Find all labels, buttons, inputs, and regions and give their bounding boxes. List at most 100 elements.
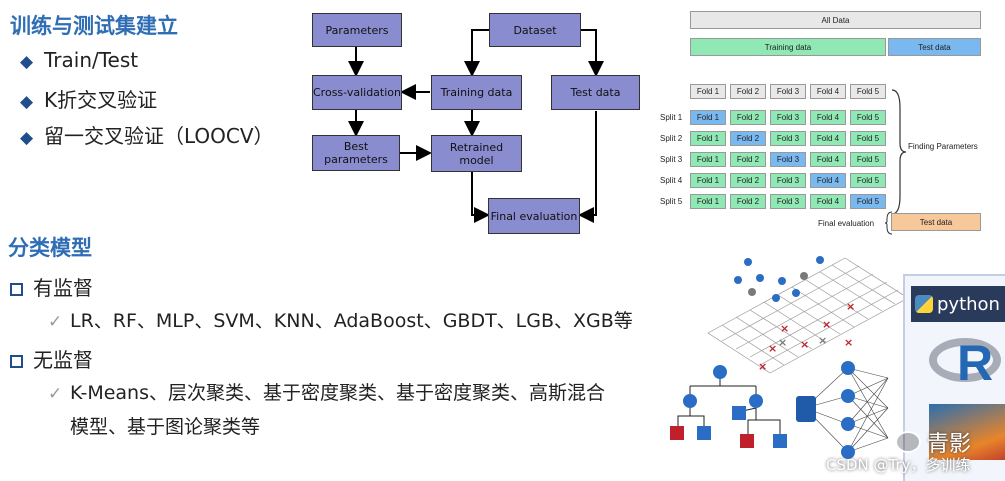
flow-node-training-data: Training data bbox=[431, 75, 522, 110]
svg-text:×: × bbox=[800, 338, 809, 351]
ml-illustration: × × × × × × × × × bbox=[670, 256, 905, 459]
tree-leaf bbox=[740, 434, 754, 448]
list-item-train-test: ◆ Train/Test bbox=[20, 48, 138, 72]
fold-header: Fold 1 bbox=[690, 84, 726, 99]
unsupervised-methods-line2: 模型、基于图论聚类等 bbox=[70, 416, 261, 438]
fold-header: Fold 4 bbox=[810, 84, 846, 99]
neural-net-node bbox=[841, 361, 855, 375]
flow-node-retrained-model: Retrained model bbox=[431, 135, 522, 172]
svg-text:×: × bbox=[844, 336, 853, 349]
r-logo: R bbox=[929, 332, 1005, 392]
list-item-label: 有监督 bbox=[33, 276, 93, 300]
split-fold-cell: Fold 4 bbox=[810, 194, 846, 209]
split-label: Split 5 bbox=[660, 197, 683, 206]
split-fold-cell: Fold 5 bbox=[850, 131, 886, 146]
list-item-kfold: ◆K折交叉验证 bbox=[20, 84, 157, 113]
list-item-label: 无监督 bbox=[33, 348, 93, 372]
svg-text:×: × bbox=[768, 342, 777, 355]
python-logo-icon bbox=[915, 295, 933, 313]
flow-node-final-evaluation: Final evaluation bbox=[488, 198, 580, 234]
neural-net-node bbox=[841, 445, 855, 459]
python-logo: python bbox=[911, 286, 1005, 322]
flow-arrows bbox=[348, 29, 604, 223]
scatter-points bbox=[734, 256, 824, 302]
list-item-label: 留一交叉验证（LOOCV） bbox=[44, 124, 274, 148]
scatter-grey-x-marks: × × bbox=[778, 334, 827, 349]
neural-net-node bbox=[841, 417, 855, 431]
flow-node-best-parameters: Best parameters bbox=[312, 135, 400, 171]
tree-leaf bbox=[670, 426, 684, 440]
split-label: Split 4 bbox=[660, 176, 683, 185]
split-fold-cell: Fold 1 bbox=[690, 173, 726, 188]
split-fold-cell: Fold 5 bbox=[850, 194, 886, 209]
watermark-csdn: CSDN @Try，多训练 bbox=[826, 456, 971, 474]
watermark-brand: 青影 bbox=[927, 432, 972, 457]
all-data-bar: All Data bbox=[690, 11, 981, 29]
finding-parameters-label: Finding Parameters bbox=[908, 142, 978, 151]
flow-node-dataset: Dataset bbox=[489, 13, 581, 47]
split-label: Split 1 bbox=[660, 113, 683, 122]
split-fold-cell: Fold 5 bbox=[850, 173, 886, 188]
python-logo-text: python bbox=[937, 293, 1000, 315]
split-fold-cell: Fold 1 bbox=[690, 131, 726, 146]
square-bullet-icon bbox=[10, 355, 23, 368]
final-eval-brace bbox=[884, 211, 893, 235]
tree-root-node bbox=[713, 365, 727, 379]
list-item-loocv: ◆ 留一交叉验证（LOOCV） bbox=[20, 120, 274, 149]
split-fold-cell: Fold 3 bbox=[770, 173, 806, 188]
tree-node bbox=[749, 394, 763, 408]
svg-text:×: × bbox=[780, 322, 789, 335]
unsupervised-methods-text-1: K-Means、层次聚类、基于密度聚类、基于密度聚类、高斯混合 bbox=[70, 382, 605, 404]
split-fold-cell: Fold 5 bbox=[850, 110, 886, 125]
flow-node-parameters: Parameters bbox=[312, 13, 402, 47]
kfold-cv-diagram: All Data Training data Test data Fold 1 … bbox=[655, 0, 1005, 240]
split-fold-cell: Fold 5 bbox=[850, 152, 886, 167]
split-fold-cell: Fold 4 bbox=[810, 131, 846, 146]
fold-header: Fold 5 bbox=[850, 84, 886, 99]
split-fold-cell: Fold 1 bbox=[690, 152, 726, 167]
perspective-grid bbox=[707, 257, 905, 374]
diamond-bullet-icon: ◆ bbox=[20, 128, 34, 148]
section-title-classification-models: 分类模型 bbox=[8, 236, 92, 260]
split-label: Split 3 bbox=[660, 155, 683, 164]
finding-parameters-brace bbox=[891, 89, 907, 215]
svg-text:×: × bbox=[846, 300, 855, 313]
neural-net-input bbox=[796, 396, 816, 422]
supervised-methods: ✓LR、RF、MLP、SVM、KNN、AdaBoost、GBDT、LGB、XGB… bbox=[48, 304, 633, 339]
split-fold-cell: Fold 2 bbox=[730, 110, 766, 125]
split-label: Split 2 bbox=[660, 134, 683, 143]
list-item-supervised: 有监督 bbox=[10, 272, 93, 301]
neural-net-node bbox=[841, 389, 855, 403]
split-fold-cell: Fold 2 bbox=[730, 194, 766, 209]
neural-net-edges bbox=[804, 367, 889, 453]
flow-node-test-data: Test data bbox=[551, 75, 640, 110]
section-title-dataset-split: 训练与测试集建立 bbox=[10, 14, 178, 38]
list-item-label: Train/Test bbox=[44, 48, 139, 72]
diamond-bullet-icon: ◆ bbox=[20, 52, 34, 72]
watermark-top: 青影 bbox=[895, 426, 1005, 458]
split-fold-cell: Fold 3 bbox=[770, 152, 806, 167]
list-item-label: K折交叉验证 bbox=[44, 88, 158, 112]
square-bullet-icon bbox=[10, 283, 23, 296]
scatter-x-marks: × × × × × × × bbox=[758, 300, 855, 373]
split-fold-cell: Fold 2 bbox=[730, 131, 766, 146]
split-fold-cell: Fold 4 bbox=[810, 110, 846, 125]
tree-leaf bbox=[732, 406, 746, 420]
split-fold-cell: Fold 4 bbox=[810, 152, 846, 167]
training-data-bar: Training data bbox=[690, 38, 886, 56]
fold-header: Fold 3 bbox=[770, 84, 806, 99]
svg-text:×: × bbox=[778, 336, 787, 349]
supervised-methods-text: LR、RF、MLP、SVM、KNN、AdaBoost、GBDT、LGB、XGB等 bbox=[70, 310, 633, 332]
fold-header: Fold 2 bbox=[730, 84, 766, 99]
split-fold-cell: Fold 1 bbox=[690, 194, 726, 209]
matlab-logo-icon bbox=[929, 404, 1005, 460]
r-logo-icon bbox=[929, 338, 1001, 382]
final-evaluation-label: Final evaluation bbox=[818, 219, 875, 228]
final-test-data-bar: Test data bbox=[891, 213, 981, 231]
tree-leaf bbox=[697, 426, 711, 440]
test-data-bar: Test data bbox=[888, 38, 981, 56]
wechat-icon bbox=[895, 431, 921, 453]
svg-text:×: × bbox=[822, 318, 831, 331]
svg-text:×: × bbox=[758, 360, 767, 373]
flow-node-cross-validation: Cross-validation bbox=[312, 75, 402, 110]
